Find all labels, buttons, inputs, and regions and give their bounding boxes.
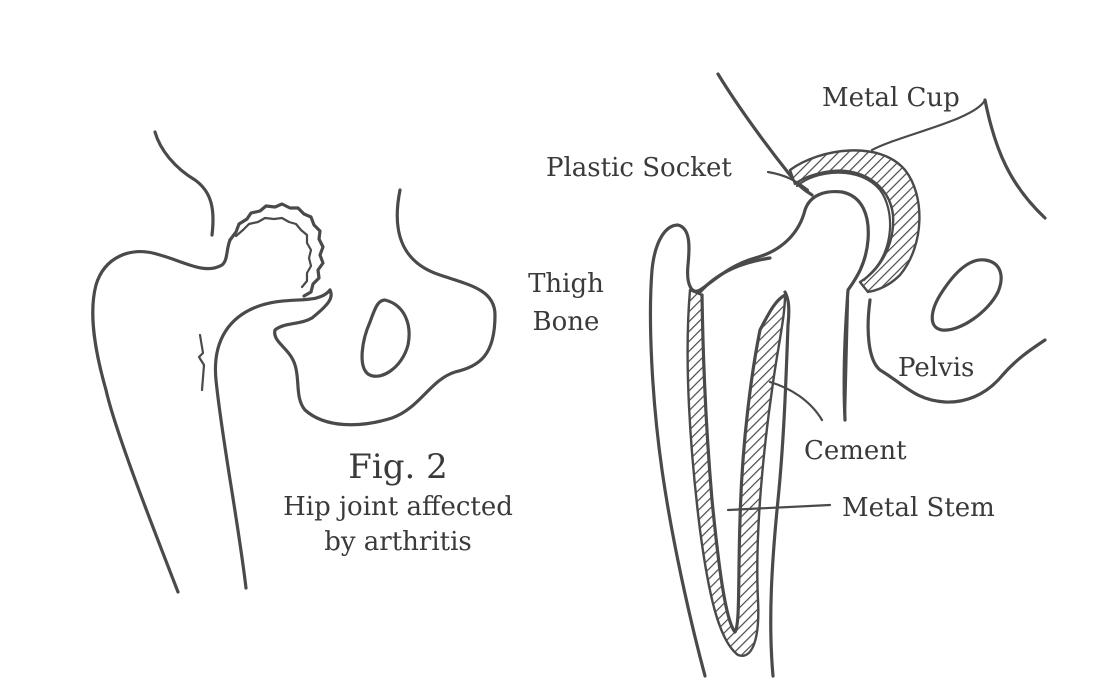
femur-outline: [93, 240, 230, 592]
figure-label: Fig. 2: [348, 447, 447, 487]
stem-neck: [700, 258, 770, 292]
obturator-foramen-left: [362, 300, 409, 376]
caption-line-1: Hip joint affected: [283, 492, 513, 522]
arthritic-hip-drawing: [93, 132, 495, 592]
caption-line-2: by arthritis: [324, 527, 472, 557]
thigh-bone-label-line-1: Thigh: [528, 269, 604, 299]
plastic-socket-label: Plastic Socket: [546, 153, 732, 183]
pelvis-label: Pelvis: [898, 353, 974, 383]
metal-cup: [790, 150, 919, 292]
cement-pointer: [770, 382, 822, 420]
metal-cup-label: Metal Cup: [822, 83, 960, 113]
metal-stem-label: Metal Stem: [842, 493, 995, 523]
pelvis-line-right: [985, 100, 1045, 218]
thigh-bone-label-line-2: Bone: [533, 307, 600, 337]
pelvis-outline-left: [155, 132, 213, 235]
plastic-socket-liner: [797, 173, 890, 280]
femoral-head-rough-inner: [236, 218, 311, 287]
femur-inner-edge: [215, 290, 330, 588]
obturator-foramen-right: [932, 260, 1001, 330]
pelvis-socket-outline: [275, 190, 495, 425]
cement-label: Cement: [804, 436, 907, 466]
pelvis-lower-outline: [868, 300, 1045, 402]
shaft-crack: [199, 335, 204, 390]
